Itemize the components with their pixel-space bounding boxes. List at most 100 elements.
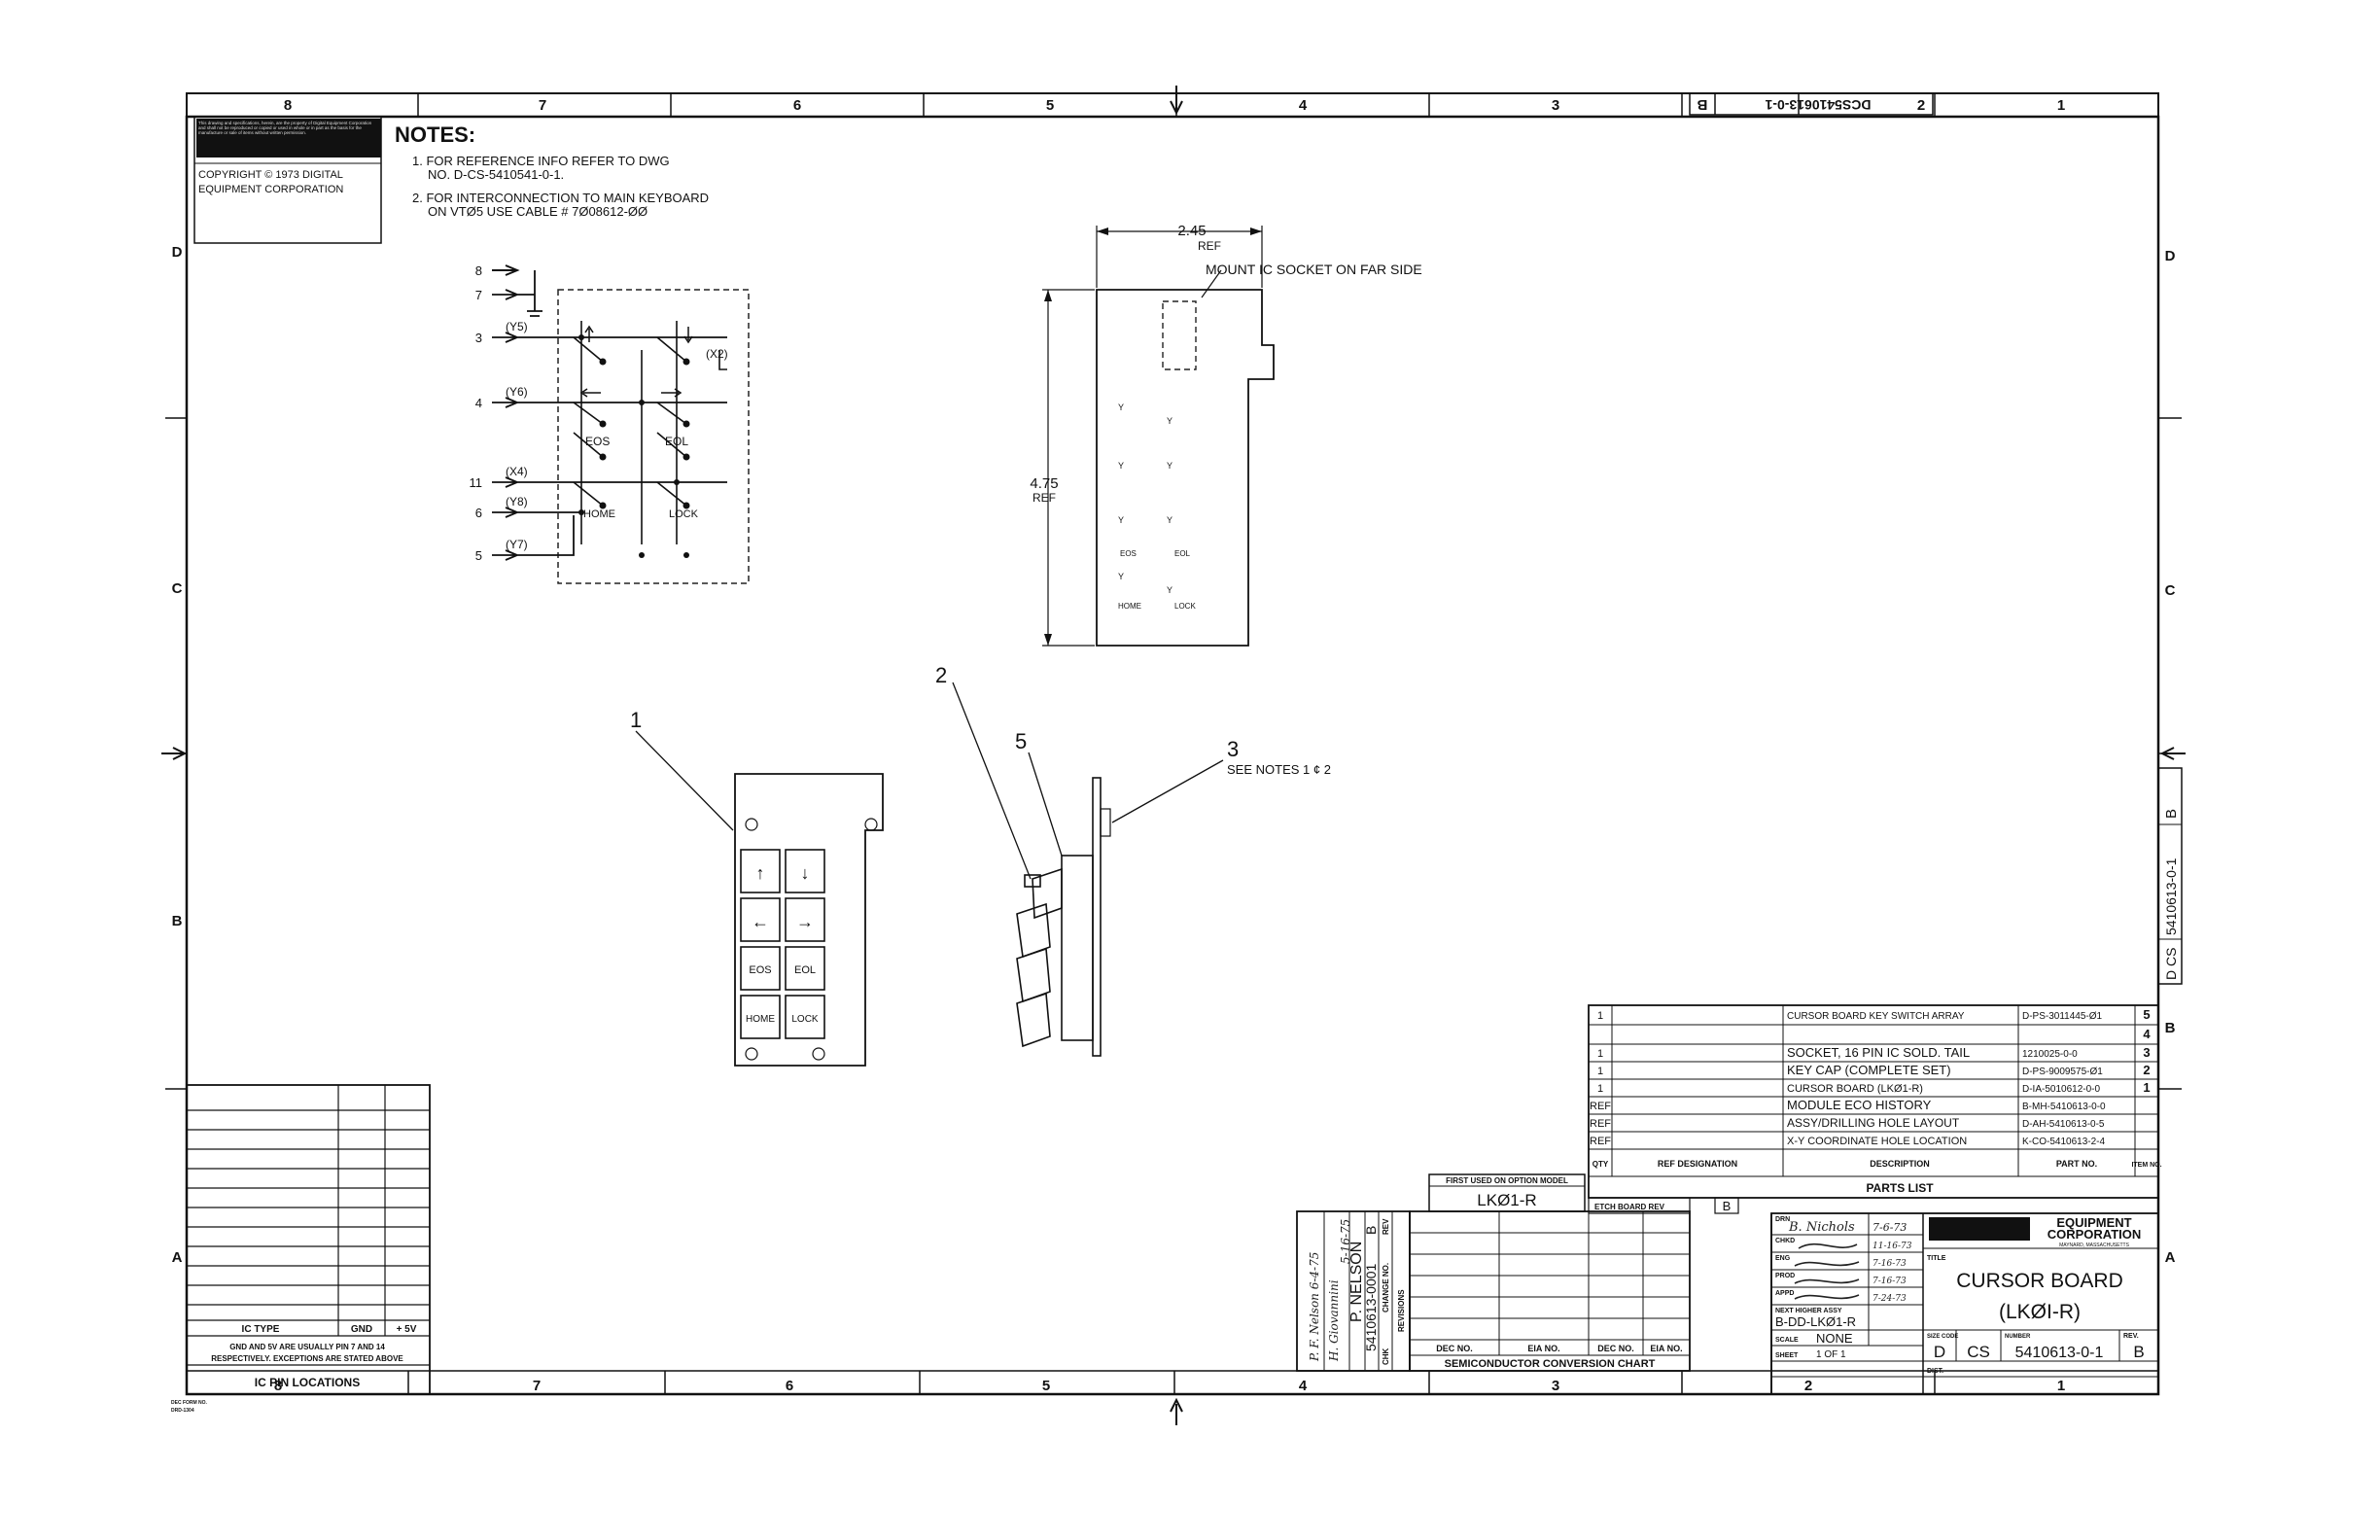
parts-header-qty: QTY [1592, 1160, 1609, 1169]
callout-2: 2 [935, 663, 947, 687]
parts-row-6-qty: REF [1590, 1101, 1611, 1112]
sheet-value: 1 OF 1 [1816, 1349, 1846, 1360]
parts-row-8-desc: X-Y COORDINATE HOLE LOCATION [1787, 1136, 1967, 1147]
side-number: 5410613-0-1 [2163, 858, 2179, 935]
callout-3: 3 [1227, 737, 1239, 761]
board-height-dim: 4.75 [1030, 475, 1058, 492]
parts-row-7-qty: REF [1590, 1118, 1611, 1130]
svg-text:Y: Y [1167, 515, 1172, 525]
svg-text:Y: Y [1118, 402, 1124, 412]
notes-title: NOTES: [395, 122, 475, 147]
drawing-size: D [1934, 1343, 1945, 1361]
zone-right-b: B [2165, 1020, 2176, 1036]
callout-5: 5 [1015, 729, 1027, 753]
appd-date: 7-24-73 [1872, 1294, 1907, 1304]
parts-row-5-item: 1 [2143, 1080, 2150, 1095]
rev-label: REV. [2123, 1333, 2139, 1340]
first-used-value: LKØ1-R [1477, 1191, 1536, 1209]
board-height-ref: REF [1032, 491, 1056, 505]
company-name-line-2: CORPORATION [2048, 1227, 2142, 1242]
key-home: HOME [746, 1014, 775, 1025]
schematic-pin-4: 4 [475, 396, 482, 410]
revisions-change-no: CHANGE NO. [1382, 1263, 1390, 1312]
revisions-rev: REV [1382, 1218, 1390, 1235]
zone-left-b: B [172, 913, 183, 929]
schematic-pin-5: 5 [475, 548, 482, 563]
schematic-label-y7: (Y7) [506, 538, 528, 551]
key-left: ← [752, 912, 769, 931]
board-key-home: HOME [1118, 602, 1141, 611]
parts-row-3-part: 1210025-0-0 [2022, 1049, 2078, 1060]
schematic-pin-7: 7 [475, 288, 482, 302]
appd-label: APPD [1775, 1290, 1794, 1297]
drawing-title-line-2: (LKØI-R) [1999, 1301, 2081, 1323]
key-up: ↑ [756, 863, 765, 883]
svg-text:Y: Y [1118, 515, 1124, 525]
title-block: EQUIPMENT CORPORATION MAYNARD, MASSACHUS… [1770, 1212, 2159, 1395]
notes: NOTES: 1. FOR REFERENCE INFO REFER TO DW… [395, 122, 709, 219]
eng-label: ENG [1775, 1255, 1791, 1262]
side-view-assembly [1016, 777, 1111, 1057]
schematic-switch-eol: EOL [665, 435, 688, 448]
ic-pin-table: IC TYPE GND + 5V GND AND 5V ARE USUALLY … [186, 1084, 431, 1395]
parts-header-desc: DESCRIPTION [1870, 1159, 1930, 1169]
parts-list-title: PARTS LIST [1866, 1181, 1934, 1195]
schematic-pin-3: 3 [475, 331, 482, 345]
ic-header-gnd: GND [351, 1324, 372, 1335]
zone-right-d: D [2165, 248, 2176, 264]
zone-top-7: 7 [539, 97, 546, 114]
revision-name: P. NELSON [1348, 1242, 1365, 1322]
etch-board-block: ETCH BOARD REV B [1588, 1197, 1739, 1214]
schematic-pin-6: 6 [475, 506, 482, 520]
drn-date: 7-6-73 [1872, 1221, 1907, 1234]
ic-header-5v: + 5V [397, 1324, 417, 1335]
revision-signature-2: H. Giovannini [1327, 1279, 1341, 1362]
parts-list: 1 CURSOR BOARD KEY SWITCH ARRAY D-PS-301… [1588, 1004, 2162, 1199]
socket-note: MOUNT IC SOCKET ON FAR SIDE [1206, 262, 1422, 277]
revisions-label: REVISIONS [1397, 1289, 1406, 1332]
zone-left-c: C [172, 580, 183, 597]
drawing-rev: B [2133, 1343, 2144, 1361]
drawing-number: 5410613-0-1 [2015, 1345, 2104, 1361]
zone-top-8: 8 [284, 97, 292, 114]
parts-row-5-qty: 1 [1597, 1083, 1603, 1095]
proprietary-block: This drawing and specifications, herein,… [193, 116, 382, 244]
chkd-label: CHKD [1775, 1238, 1795, 1244]
board-key-eos: EOS [1120, 549, 1137, 558]
parts-row-8-qty: REF [1590, 1136, 1611, 1147]
parts-row-1-desc: CURSOR BOARD KEY SWITCH ARRAY [1787, 1011, 1965, 1022]
title-label: TITLE [1927, 1255, 1946, 1262]
proprietary-note: This drawing and specifications, herein,… [198, 121, 372, 135]
conversion-col-dec-2: DEC NO. [1597, 1344, 1634, 1353]
dist-label: DIST. [1927, 1368, 1943, 1375]
parts-row-1-qty: 1 [1597, 1010, 1603, 1022]
zone-bottom-3: 3 [1552, 1378, 1559, 1394]
note-1-line-1: 1. FOR REFERENCE INFO REFER TO DWG [412, 154, 670, 168]
ic-note-line-2: RESPECTIVELY. EXCEPTIONS ARE STATED ABOV… [211, 1354, 403, 1363]
zone-bottom-6: 6 [786, 1378, 793, 1394]
corner-number-block: B DCS5410613-0-1 [1689, 92, 1934, 116]
key-eol: EOL [794, 964, 816, 976]
corner-number: DCS5410613-0-1 [1765, 97, 1871, 113]
drn-name: B. Nichols [1788, 1220, 1855, 1235]
parts-row-4-part: D-PS-9009575-Ø1 [2022, 1067, 2103, 1077]
parts-row-7-desc: ASSY/DRILLING HOLE LAYOUT [1787, 1116, 1960, 1130]
parts-row-5-desc: CURSOR BOARD (LKØ1-R) [1787, 1083, 1923, 1095]
schematic-label-y8: (Y8) [506, 495, 528, 508]
parts-row-1-part: D-PS-3011445-Ø1 [2022, 1011, 2103, 1022]
zone-left-a: A [172, 1249, 183, 1266]
corner-code: B [1697, 96, 1707, 113]
form-number: DEC FORM NO. DRD-1304 [171, 1400, 208, 1414]
callout-note: SEE NOTES 1 ¢ 2 [1227, 762, 1331, 777]
schematic-label-y5: (Y5) [506, 320, 528, 333]
switch-schematic: 8 7 3 4 11 6 5 (Y5) (Y6) (X4) (Y8) (Y7) … [470, 263, 750, 584]
note-2-line-1: 2. FOR INTERCONNECTION TO MAIN KEYBOARD [412, 191, 709, 205]
revision-signature-1: P. F. Nelson 6-4-75 [1308, 1252, 1321, 1362]
conversion-col-eia-1: EIA NO. [1527, 1344, 1559, 1353]
zone-top-1: 1 [2057, 97, 2065, 114]
ic-table-title: IC PIN LOCATIONS [255, 1376, 360, 1389]
schematic-pin-8: 8 [475, 263, 482, 278]
zone-bottom-7: 7 [533, 1378, 541, 1394]
board-width-dim: 2.45 [1177, 223, 1206, 239]
parts-row-3-item: 3 [2143, 1045, 2150, 1060]
